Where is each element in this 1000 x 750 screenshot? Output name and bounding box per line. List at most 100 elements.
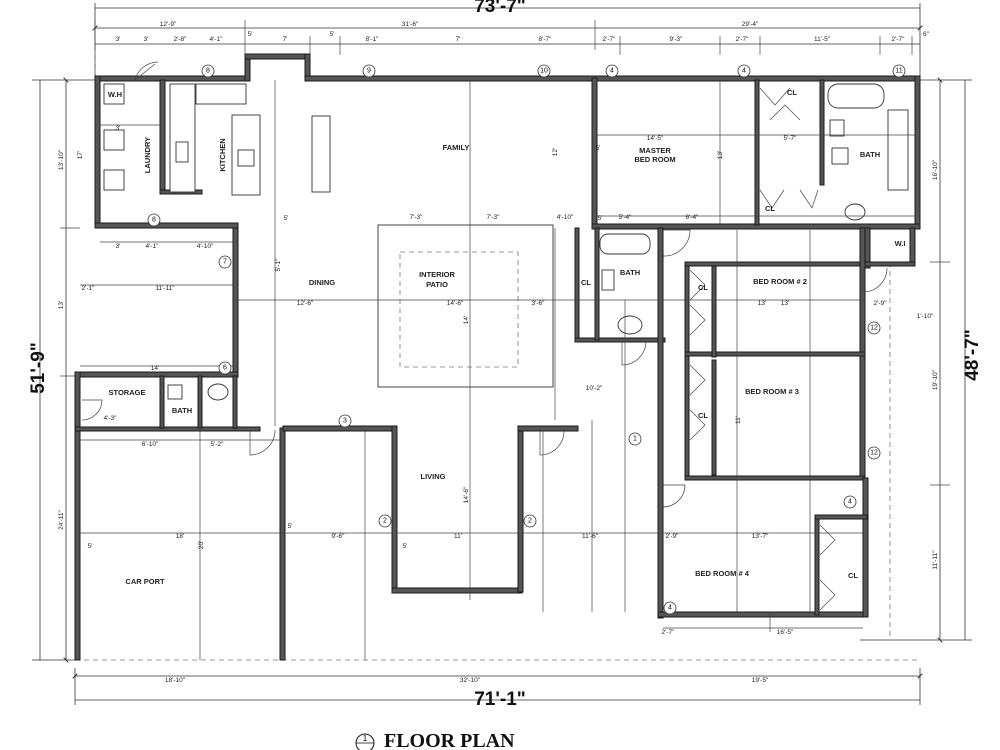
top-subdims: 3' 3' 2'-8" 4'-1" 5' 7' 5' 8'-1" 7' 8'-7… <box>116 31 930 43</box>
room-carport: CAR PORT <box>125 577 165 586</box>
svg-text:16'-5": 16'-5" <box>777 629 794 636</box>
tag-3: 3 <box>338 414 352 428</box>
svg-text:8'-7": 8'-7" <box>539 36 553 43</box>
door-window-tags: 8 9 10 4 4 11 8 7 6 3 1 2 2 12 12 4 4 <box>147 64 906 615</box>
svg-text:12': 12' <box>552 148 559 156</box>
svg-text:7'-3": 7'-3" <box>487 214 501 221</box>
svg-text:5'-4": 5'-4" <box>619 214 633 221</box>
tag-1: 1 <box>628 432 642 446</box>
tag-4-top: 4 <box>605 64 619 78</box>
svg-text:2'-1": 2'-1" <box>82 285 96 292</box>
interior-dimension-lines <box>80 80 915 660</box>
svg-text:4'-1": 4'-1" <box>146 243 160 250</box>
bottom-overall-dim: 71'-1" <box>474 689 526 710</box>
svg-text:14': 14' <box>463 316 470 324</box>
svg-text:2: 2 <box>383 518 387 525</box>
svg-text:9'-6": 9'-6" <box>332 533 346 540</box>
svg-text:11'-5": 11'-5" <box>814 36 831 43</box>
svg-text:13': 13' <box>781 300 789 307</box>
right-dim-2: 19'-10" <box>932 369 939 390</box>
svg-text:3: 3 <box>343 418 347 425</box>
closet-master: CL <box>787 88 797 97</box>
tag-8-left: 8 <box>147 213 161 227</box>
closet-bed3: CL <box>698 411 708 420</box>
tag-8: 8 <box>201 64 215 78</box>
svg-text:5': 5' <box>596 145 601 152</box>
interior-dimension-text: 17' 3' 4'-1" 4'-10" 3' 2'-1" 11'-11" 14'… <box>77 125 934 636</box>
svg-text:4'-10": 4'-10" <box>557 214 574 221</box>
svg-text:8: 8 <box>206 68 210 75</box>
tag-10: 10 <box>537 64 551 78</box>
svg-text:20': 20' <box>198 541 205 549</box>
right-dim-3: 11'-11" <box>932 550 939 570</box>
bottom-dim-3: 19'-5" <box>752 677 769 684</box>
svg-text:10'-2": 10'-2" <box>586 385 603 392</box>
room-master-bath: BATH <box>860 150 880 159</box>
svg-text:3': 3' <box>116 243 121 250</box>
top-dim-2: 31'-6" <box>402 21 419 28</box>
svg-text:5': 5' <box>330 31 335 38</box>
room-living: LIVING <box>420 472 445 481</box>
svg-text:13': 13' <box>758 300 766 307</box>
svg-text:5': 5' <box>598 215 603 222</box>
svg-text:2'-7": 2'-7" <box>662 629 676 636</box>
interior-patio <box>377 224 554 388</box>
left-overall-dim: 51'-9" <box>28 342 49 394</box>
svg-text:7': 7' <box>283 36 288 43</box>
bottom-dim-1: 18'-10" <box>165 677 186 684</box>
tag-2-right: 2 <box>523 514 537 528</box>
svg-text:4: 4 <box>848 499 852 506</box>
svg-text:12: 12 <box>870 450 878 457</box>
room-patio: PATIO <box>426 280 448 289</box>
svg-text:5'-7": 5'-7" <box>784 135 798 142</box>
room-hall-bath: BATH <box>620 268 640 277</box>
tag-2-left: 2 <box>378 514 392 528</box>
svg-text:11: 11 <box>895 68 902 75</box>
svg-text:2'-7": 2'-7" <box>892 36 906 43</box>
svg-text:13'-7": 13'-7" <box>752 533 769 540</box>
closet-hall: CL <box>581 278 591 287</box>
tag-4-right: 4 <box>843 495 857 509</box>
svg-text:6": 6" <box>923 31 930 38</box>
overall-dimensions: 73'-7" 12'-9" 31'-6" 29'-4" 3' 3' 2'-8" … <box>28 0 983 710</box>
tag-6: 6 <box>218 361 232 375</box>
closet-master-2: CL <box>765 204 775 213</box>
svg-text:1: 1 <box>633 436 637 443</box>
svg-text:8: 8 <box>152 217 156 224</box>
top-dim-1: 12'-9" <box>160 21 177 28</box>
title-text: FLOOR PLAN <box>384 730 515 750</box>
svg-text:11': 11' <box>735 416 742 424</box>
bottom-dim-2: 32'-10" <box>460 677 481 684</box>
tag-4-top2: 4 <box>737 64 751 78</box>
svg-text:2'-7": 2'-7" <box>603 36 617 43</box>
right-overall-dim: 48'-7" <box>962 329 983 381</box>
svg-text:7: 7 <box>223 259 227 266</box>
closet-bed2: CL <box>698 283 708 292</box>
svg-text:12: 12 <box>870 325 878 332</box>
closet-bed4: CL <box>848 571 858 580</box>
svg-text:2'-9": 2'-9" <box>666 533 680 540</box>
svg-text:2'-7": 2'-7" <box>736 36 750 43</box>
tag-7: 7 <box>218 255 232 269</box>
room-storage-bath: BATH <box>172 406 192 415</box>
svg-text:4: 4 <box>742 68 746 75</box>
svg-text:3': 3' <box>144 36 149 43</box>
svg-text:13': 13' <box>717 151 724 159</box>
svg-text:14'-6": 14'-6" <box>447 300 464 307</box>
svg-text:5': 5' <box>284 215 289 222</box>
svg-text:1'-10": 1'-10" <box>917 313 934 320</box>
walls <box>74 53 921 661</box>
drawing-title: 1 FLOOR PLAN <box>355 730 515 750</box>
svg-text:14'-5": 14'-5" <box>647 135 664 142</box>
svg-text:11': 11' <box>454 533 462 540</box>
svg-text:5'-2": 5'-2" <box>211 441 225 448</box>
right-dim-1: 16'-10" <box>932 159 939 180</box>
room-bed2: BED ROOM # 2 <box>753 277 807 286</box>
svg-text:2'-9": 2'-9" <box>874 300 888 307</box>
room-storage: STORAGE <box>109 388 146 397</box>
tag-12-a: 12 <box>867 321 881 335</box>
svg-text:11'-11": 11'-11" <box>155 285 175 292</box>
svg-text:17': 17' <box>77 151 84 159</box>
svg-text:3': 3' <box>116 36 121 43</box>
